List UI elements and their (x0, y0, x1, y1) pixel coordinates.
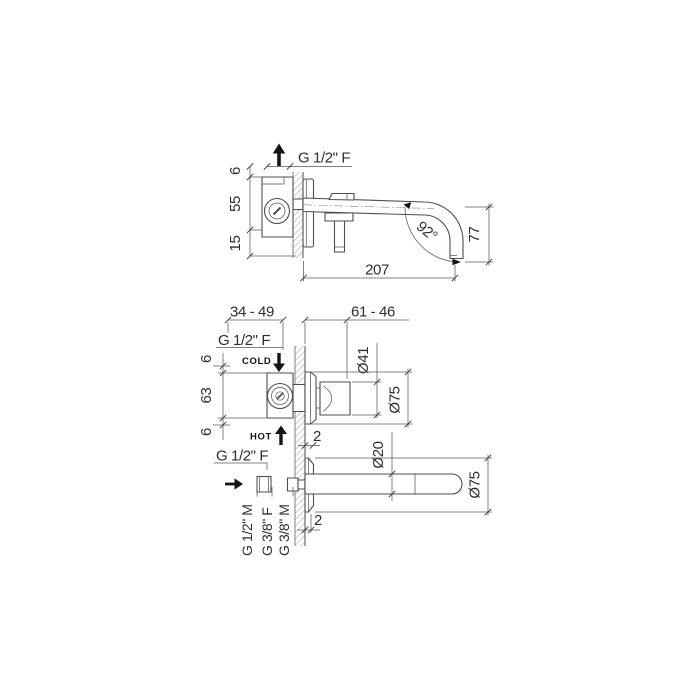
cartridge-cap (328, 192, 355, 201)
dim-207-label: 207 (365, 262, 389, 279)
spout-centerline (302, 204, 435, 209)
hot-thread-label: G 1/2" F (216, 448, 268, 465)
thread-g38f-label: G 3/8" F (259, 508, 275, 556)
wall-section-top (292, 172, 304, 258)
thread-g38m-label: G 3/8" M (276, 504, 292, 556)
dia-41-label: Ø41 (355, 347, 372, 374)
dim-spout-reach: 207 (299, 261, 459, 282)
escutcheon-middle (304, 371, 317, 425)
handle-lever-top (324, 212, 354, 253)
cold-thread-callout: G 1/2" F (216, 332, 283, 349)
dim-outlet-drop: 77 (465, 203, 494, 266)
dim-handle-range: 61 - 46 (301, 304, 409, 379)
dim-left-column-middle: 6 63 6 (198, 353, 267, 440)
supply-adapter (256, 475, 306, 493)
dim-15-label: 15 (227, 236, 244, 252)
dim-plate-offset-bottom: 2 (297, 512, 322, 534)
thread-g12m-label: G 1/2" M (239, 504, 255, 556)
dim-6-bottom-label: 6 (198, 428, 215, 436)
valve-body-middle (266, 372, 306, 419)
dia-20-label: Ø20 (370, 441, 387, 468)
dim-escutcheon-diameter-middle: Ø75 (311, 368, 413, 428)
dim-escutcheon-diameter-bottom: Ø75 (315, 454, 492, 516)
hot-up-arrow-icon (275, 425, 287, 445)
wall-section-lower (294, 346, 306, 546)
flow-right-arrow-icon (225, 478, 243, 490)
dim-34-49-label: 34 - 49 (230, 304, 274, 321)
dim-63-label: 63 (198, 388, 215, 404)
dim-depth-range: 34 - 49 (224, 304, 287, 350)
dim-2-label: 2 (313, 428, 321, 445)
dim-61-46-label: 61 - 46 (351, 304, 395, 321)
cold-down-arrow-icon (273, 353, 285, 372)
top-view: G 1/2" F 6 55 15 92° 77 (227, 143, 494, 282)
dim-2-label: 2 (314, 512, 322, 529)
knob-dome-line (323, 385, 333, 412)
cartridge-slot (276, 392, 284, 400)
dim-top-thread: G 1/2" F (263, 150, 352, 171)
dim-left-column-top: 6 55 15 (227, 162, 296, 260)
valve-body-top (261, 176, 304, 238)
dim-55-label: 55 (227, 196, 244, 212)
up-arrow-icon (272, 143, 286, 166)
hot-thread-callout: G 1/2" F (214, 448, 269, 470)
adapter-body (256, 475, 272, 493)
valve-neck (292, 383, 306, 413)
adapter-thread-callouts: G 1/2" M G 3/8" F G 3/8" M (239, 478, 294, 556)
dim-spout-diameter: Ø20 (370, 432, 396, 501)
dim-plate-offset-middle: 2 (298, 428, 321, 450)
handle-base (324, 212, 354, 222)
angle-arc (404, 206, 460, 263)
spout-tube (304, 473, 463, 495)
handle-knob (316, 381, 351, 416)
dia-75-label: Ø75 (387, 386, 404, 413)
bottom-view: G 1/2" M G 3/8" F G 3/8" M Ø20 Ø75 (225, 432, 492, 556)
cartridge-inner-circle (268, 202, 286, 220)
wall-hatch (293, 172, 303, 258)
spout-bottom (304, 473, 463, 495)
dim-handle-diameter: Ø41 (352, 343, 382, 419)
dim-6-label: 6 (227, 167, 244, 175)
escutcheon-plate (302, 178, 315, 248)
cold-label: COLD (242, 356, 271, 367)
arc-arrowhead (403, 202, 411, 209)
spout-tube (302, 197, 464, 260)
dim-6-top-label: 6 (198, 355, 215, 363)
valve-stem (292, 198, 304, 211)
arc-arrowhead (452, 258, 461, 266)
thread-label: G 1/2" F (298, 150, 350, 167)
dia-75-label: Ø75 (467, 471, 484, 498)
hot-label: HOT (250, 432, 272, 443)
cartridge-inner-circle (275, 391, 285, 401)
dim-77-label: 77 (466, 227, 483, 243)
cartridge-mid-circle (271, 387, 289, 405)
wall-hatch (295, 346, 305, 546)
cartridge-slot (272, 206, 282, 216)
cold-thread-label: G 1/2" F (218, 332, 270, 349)
escutcheon-top (302, 178, 315, 248)
handle-rod (333, 220, 346, 253)
middle-view: 34 - 49 61 - 46 G 1/2" F COLD (198, 304, 413, 470)
wall-union-step (297, 479, 306, 490)
spout-top (302, 192, 464, 260)
